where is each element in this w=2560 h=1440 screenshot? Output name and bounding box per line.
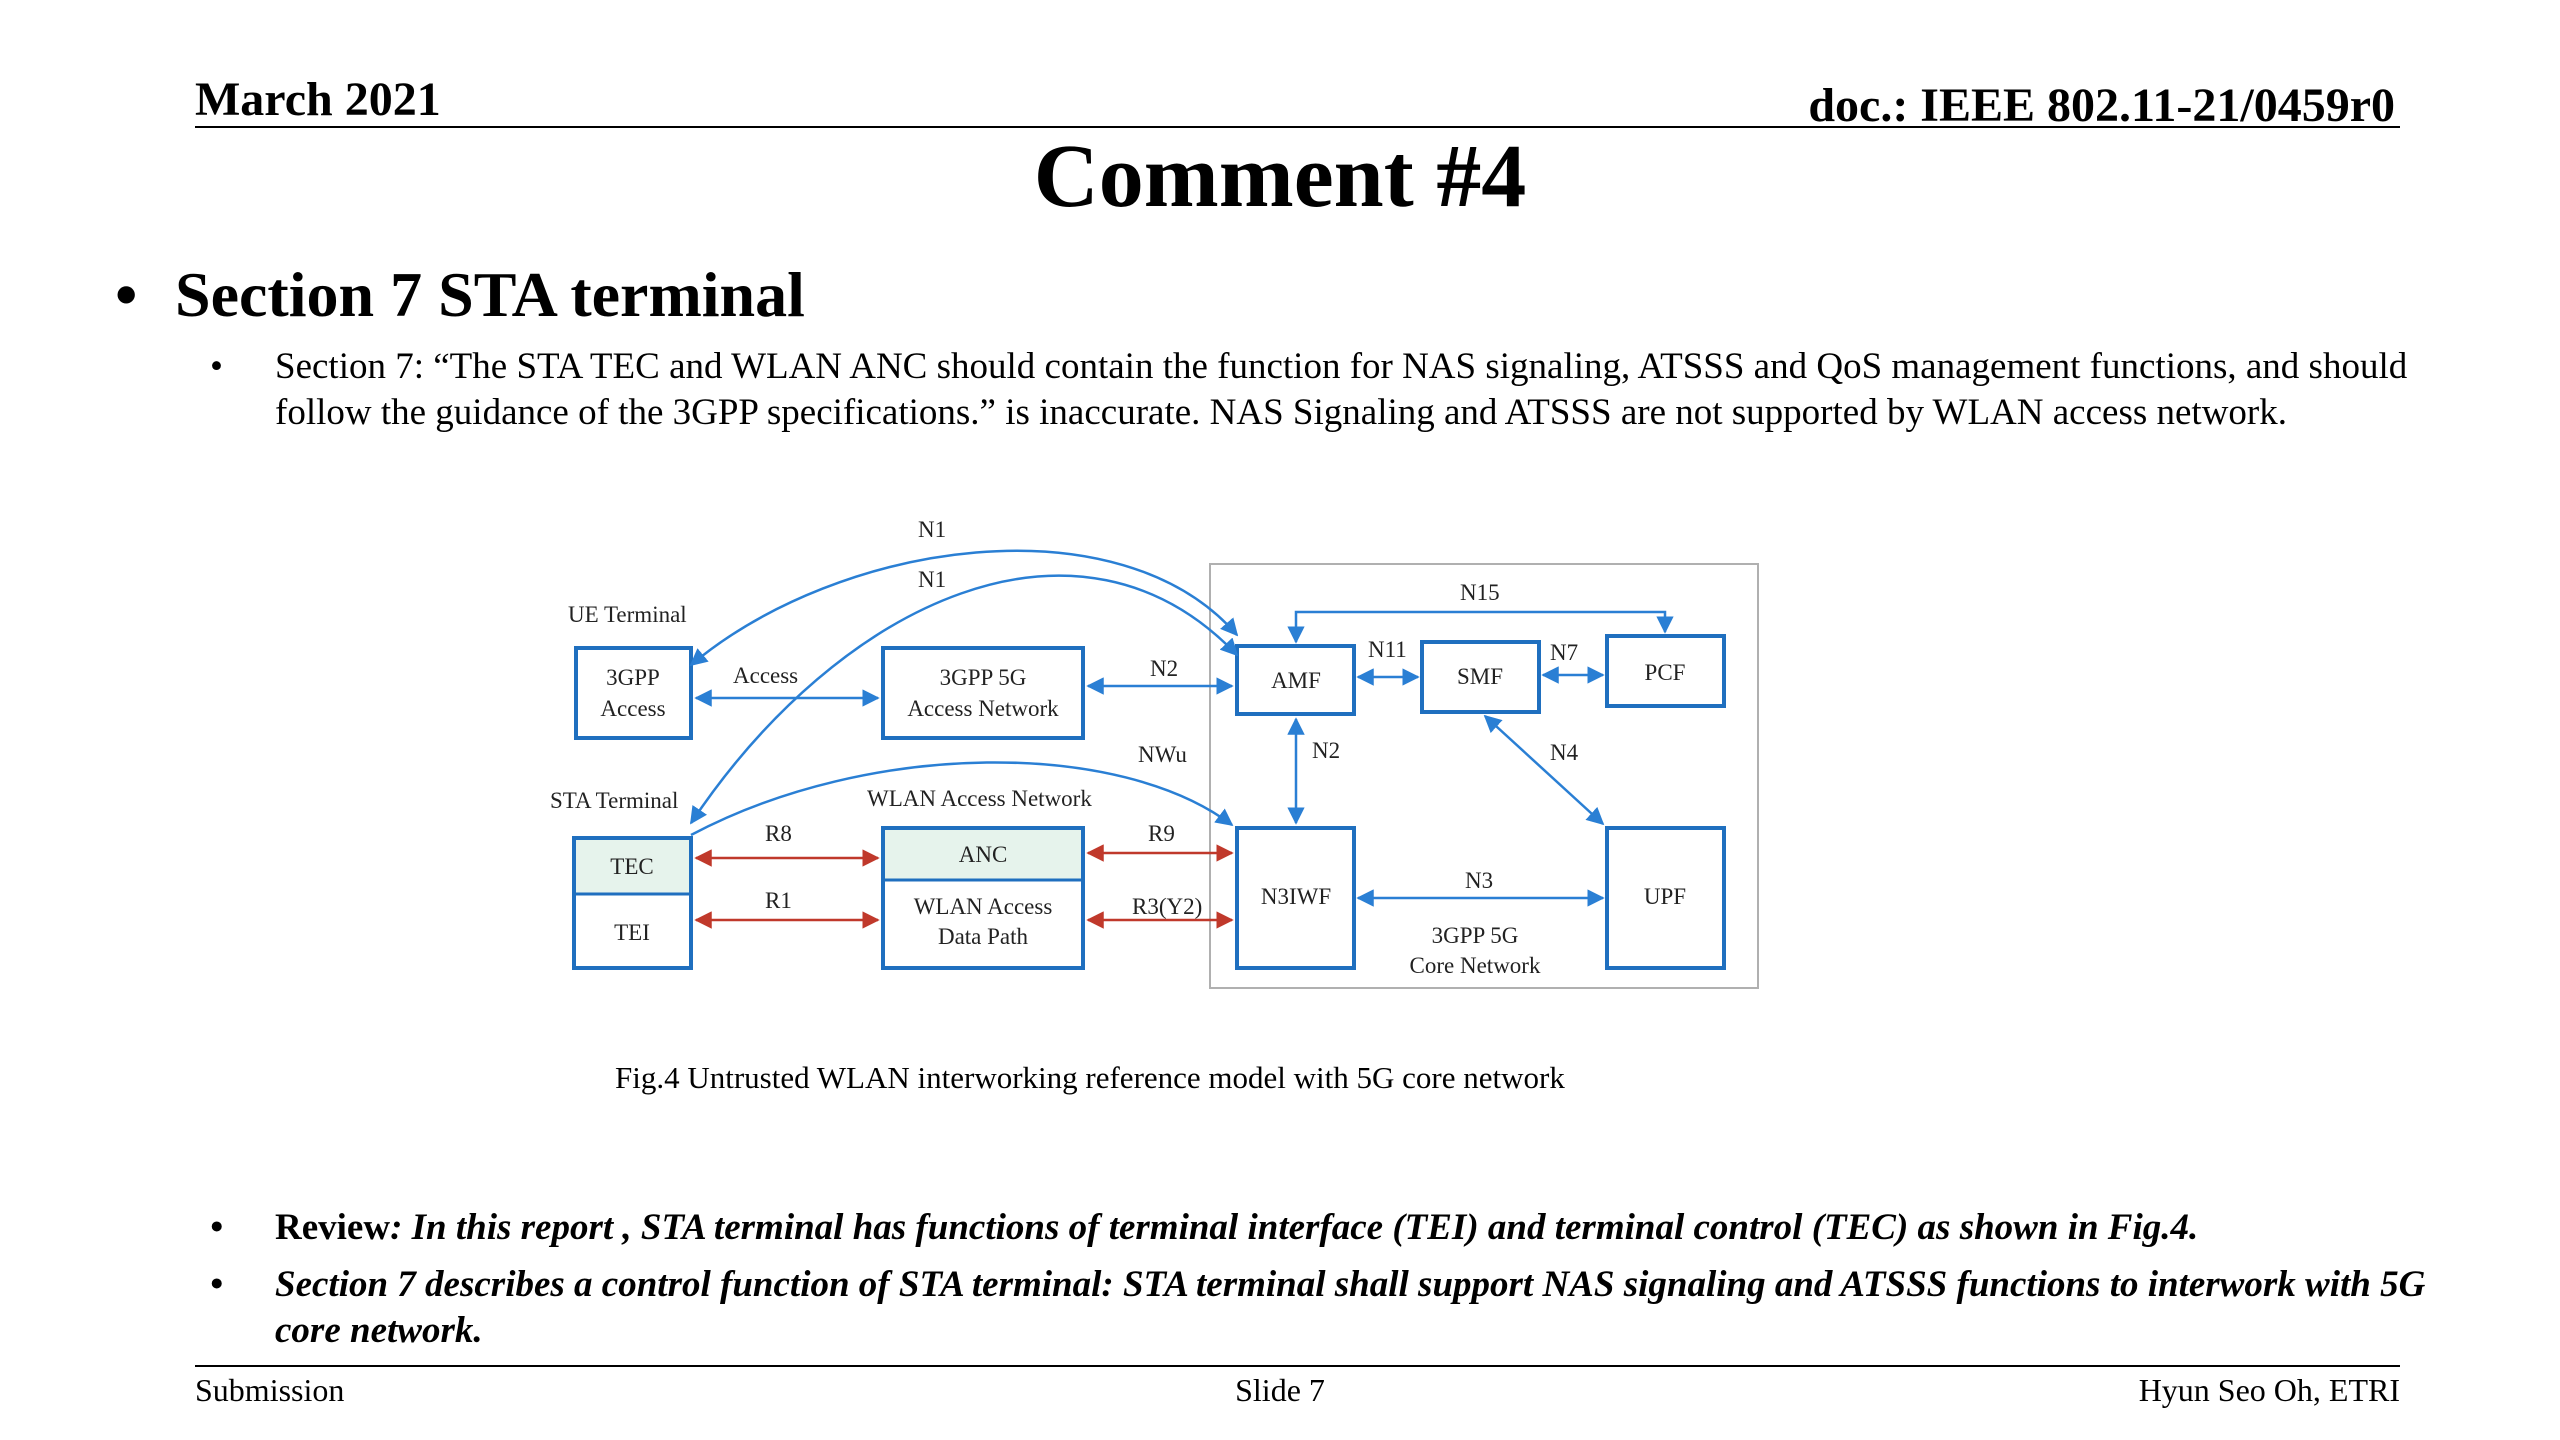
wlan-dp-l2: Data Path (938, 924, 1029, 949)
r3-label: R3(Y2) (1132, 894, 1202, 919)
r8-label: R8 (765, 821, 792, 846)
wlan-dp-l1: WLAN Access (914, 894, 1053, 919)
core-network-l2: Core Network (1410, 953, 1541, 978)
n1-ue-arrow (689, 549, 1239, 667)
review-text-block: Review: In this report , STA terminal ha… (275, 1205, 2490, 1251)
bullet-dot: • (115, 259, 138, 330)
n2-upper-label: N2 (1150, 656, 1178, 681)
access-label: Access (733, 663, 798, 688)
figure-caption: Fig.4 Untrusted WLAN interworking refere… (615, 1060, 1565, 1095)
tei-label: TEI (614, 920, 650, 945)
smf-label: SMF (1457, 664, 1503, 689)
bullet-dot: • (210, 346, 223, 387)
header-date: March 2021 (195, 73, 441, 126)
figure-diagram: UE Terminal STA Terminal WLAN Access Net… (550, 517, 1759, 989)
r9-label: R9 (1148, 821, 1175, 846)
n3iwf-label: N3IWF (1261, 884, 1331, 909)
n11-label: N11 (1368, 637, 1407, 662)
3gpp-5g-an-l1: 3GPP 5G (940, 665, 1027, 690)
review-label: Review (275, 1207, 391, 1248)
n15-arrow (1287, 610, 1674, 644)
3gpp-5g-an-l2: Access Network (907, 696, 1059, 721)
footer-rule (195, 1365, 2400, 1367)
n7-label: N7 (1550, 640, 1578, 665)
tec-highlight (576, 840, 689, 894)
upf-box (1605, 826, 1726, 970)
anc-label: ANC (959, 842, 1008, 867)
header-rule (195, 126, 2400, 128)
n2-vertical-label: N2 (1312, 738, 1340, 763)
tec-label: TEC (610, 854, 653, 879)
amf-label: AMF (1271, 668, 1321, 693)
anc-highlight (885, 830, 1081, 880)
bullet-dot: • (210, 1207, 223, 1248)
n1-sta-arrow (689, 574, 1239, 825)
pcf-label: PCF (1645, 660, 1686, 685)
review-text: : In this report , STA terminal has func… (390, 1207, 2199, 1248)
section7-bullet: • Section 7 describes a control function… (210, 1262, 2490, 1354)
3gpp-access-box (574, 646, 693, 740)
sub-bullet-section7-text: Section 7: “The STA TEC and WLAN ANC sho… (275, 346, 2408, 433)
n3-label: N3 (1465, 868, 1493, 893)
section-heading: • Section 7 STA terminal (115, 258, 805, 332)
3gpp-5g-an-box (881, 646, 1085, 740)
3gpp-access-l1: 3GPP (606, 665, 660, 690)
nwu-arrow (690, 761, 1234, 837)
upf-label: UPF (1644, 884, 1686, 909)
review-bullet: • Review: In this report , STA terminal … (210, 1205, 2490, 1251)
wlan-an-label: WLAN Access Network (867, 786, 1092, 811)
n15-label: N15 (1460, 580, 1500, 605)
n4-label: N4 (1550, 740, 1579, 765)
core-network-l1: 3GPP 5G (1432, 923, 1519, 948)
ue-terminal-label: UE Terminal (568, 602, 687, 627)
bullet-dot: • (210, 1264, 223, 1305)
footer-left: Submission (195, 1372, 345, 1408)
r1-label: R1 (765, 888, 792, 913)
sta-terminal-label: STA Terminal (550, 788, 678, 813)
nwu-label: NWu (1138, 742, 1187, 767)
footer-right: Hyun Seo Oh, ETRI (2138, 1372, 2400, 1408)
sub-bullet-section7: • Section 7: “The STA TEC and WLAN ANC s… (210, 344, 2490, 436)
section7-text: Section 7 describes a control function o… (275, 1264, 2426, 1351)
3gpp-access-l2: Access (600, 696, 665, 721)
n4-arrow (1483, 714, 1605, 826)
n1-second-label: N1 (918, 567, 946, 592)
slide-title: Comment #4 (1033, 127, 1527, 226)
section-heading-text: Section 7 STA terminal (175, 259, 805, 330)
n1-top-label: N1 (918, 517, 946, 542)
header-doc-id: doc.: IEEE 802.11-21/0459r0 (1808, 79, 2395, 132)
n3iwf-box (1235, 826, 1356, 970)
footer-center: Slide 7 (1235, 1372, 1325, 1408)
